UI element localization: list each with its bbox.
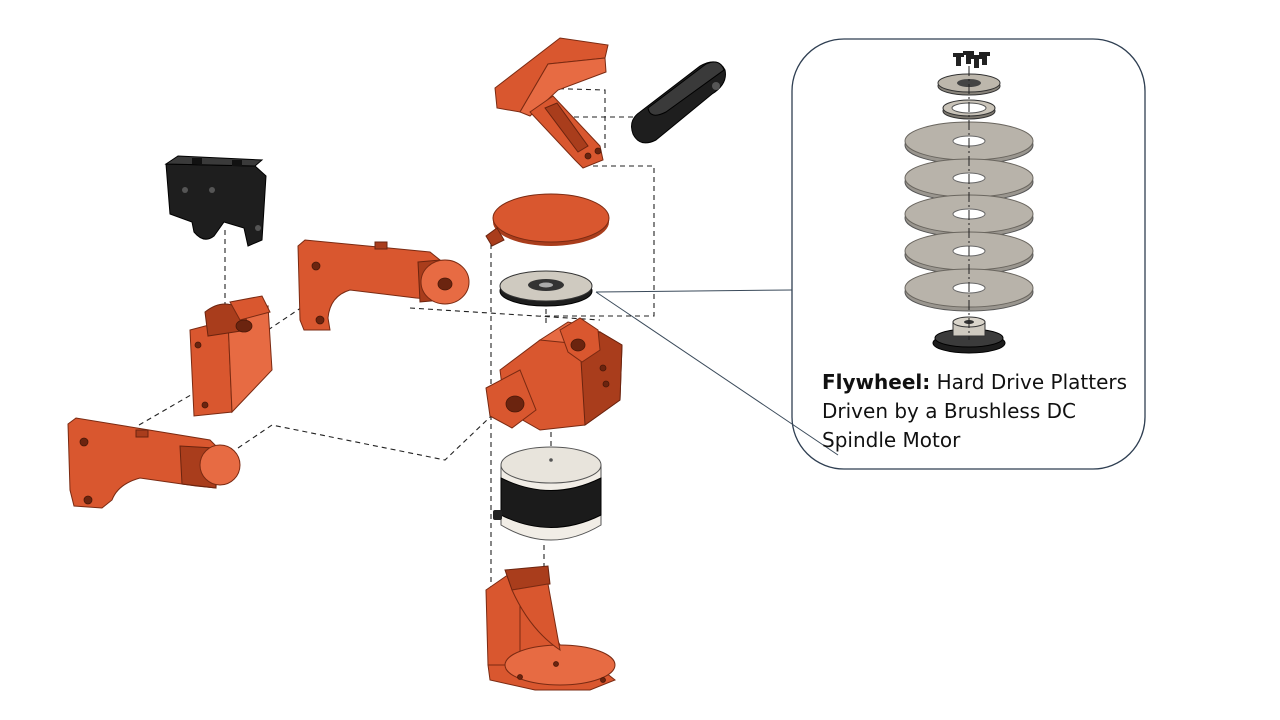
screw-icons [953, 51, 990, 68]
black-rail [631, 61, 726, 144]
callout-leader-lower [595, 291, 839, 456]
cover-disc [485, 193, 610, 247]
base-bracket [485, 565, 616, 691]
rotor-disc [499, 270, 593, 307]
platter-stack [904, 51, 1034, 354]
callout-leader-upper [595, 289, 793, 293]
caption-title: Flywheel: [822, 370, 931, 394]
caption-line-1-rest: Hard Drive Platters [930, 370, 1128, 394]
black-yoke [164, 155, 267, 247]
caption-line-2: Driven by a Brushless DC [822, 399, 1076, 423]
motor-cylinder [493, 446, 602, 541]
flywheel-caption: Flywheel: Hard Drive Platters Driven by … [822, 368, 1142, 455]
upper-arm [297, 239, 470, 331]
top-bracket [494, 37, 609, 169]
caption-line-3: Spindle Motor [822, 428, 961, 452]
hinge-block [189, 295, 273, 417]
caption-line-1: Flywheel: Hard Drive Platters [822, 368, 1142, 397]
central-housing [485, 317, 623, 431]
lower-arm [67, 417, 241, 509]
